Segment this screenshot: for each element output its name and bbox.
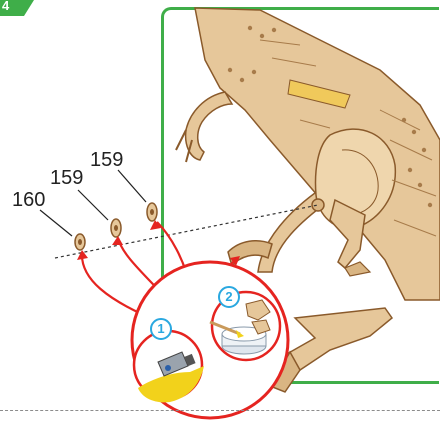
dinosaur-model <box>176 8 440 300</box>
detail-badge-1: 1 <box>150 318 172 340</box>
washer-159-b <box>147 203 157 221</box>
arrow-heads <box>77 220 240 266</box>
page-divider <box>0 410 440 411</box>
detail-badge-2: 2 <box>218 286 240 308</box>
washer-159-a <box>111 219 121 237</box>
part-label-159-a: 159 <box>50 168 83 188</box>
part-label-160: 160 <box>12 190 45 210</box>
part-label-159-b: 159 <box>90 150 123 170</box>
washer-160 <box>75 234 85 250</box>
